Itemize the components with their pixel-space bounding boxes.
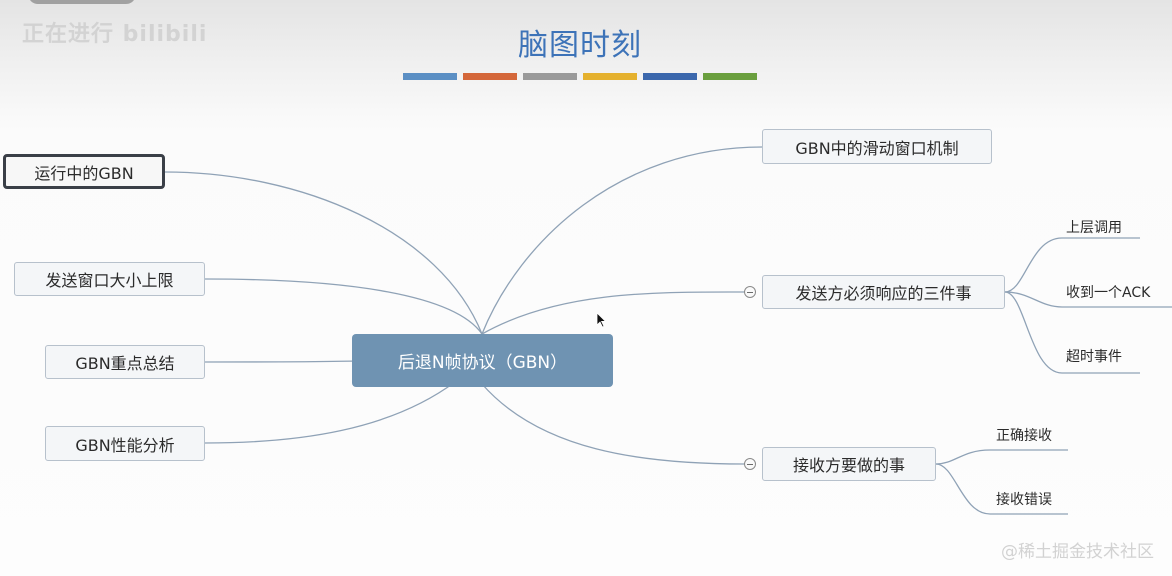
connector: [481, 383, 746, 465]
subtopic-timeout-event[interactable]: 超时事件: [1066, 349, 1122, 365]
connector: [1004, 291, 1140, 374]
connector: [481, 146, 763, 335]
topic-running-gbn[interactable]: 运行中的GBN: [3, 154, 165, 189]
color-bar: [403, 73, 457, 80]
color-bar: [523, 73, 577, 80]
connector: [164, 171, 483, 335]
collapse-receiver-button[interactable]: [744, 458, 756, 470]
connector: [204, 381, 456, 444]
topic-send-window-limit[interactable]: 发送窗口大小上限: [14, 262, 205, 296]
color-bar: [463, 73, 517, 80]
central-topic-gbn[interactable]: 后退N帧协议（GBN）: [352, 334, 613, 387]
topic-gbn-performance[interactable]: GBN性能分析: [45, 426, 205, 461]
subtopic-receive-ack[interactable]: 收到一个ACK: [1066, 285, 1151, 301]
topic-gbn-summary[interactable]: GBN重点总结: [45, 345, 205, 379]
topic-sliding-window[interactable]: GBN中的滑动窗口机制: [762, 129, 992, 164]
video-watermark: 正在进行 bilibili: [22, 22, 208, 47]
color-bar: [643, 73, 697, 80]
connector: [481, 291, 746, 335]
color-bar: [583, 73, 637, 80]
connector: [204, 278, 483, 335]
site-watermark: @稀土掘金技术社区: [1001, 542, 1154, 562]
mouse-cursor-icon: [596, 312, 606, 328]
topic-sender-three-events[interactable]: 发送方必须响应的三件事: [762, 275, 1005, 309]
color-bar: [703, 73, 757, 80]
page-title: 脑图时刻: [518, 28, 642, 63]
connector: [1004, 237, 1140, 293]
connector: [935, 463, 1068, 515]
topic-receiver-tasks[interactable]: 接收方要做的事: [762, 447, 936, 481]
subtopic-receive-error[interactable]: 接收错误: [996, 492, 1052, 508]
subtopic-upper-layer-call[interactable]: 上层调用: [1066, 220, 1122, 236]
collapse-sender-button[interactable]: [744, 286, 756, 298]
connector: [1004, 291, 1172, 308]
connector: [935, 449, 1068, 465]
top-window-tab: [28, 0, 136, 4]
subtopic-correct-receive[interactable]: 正确接收: [996, 428, 1052, 444]
